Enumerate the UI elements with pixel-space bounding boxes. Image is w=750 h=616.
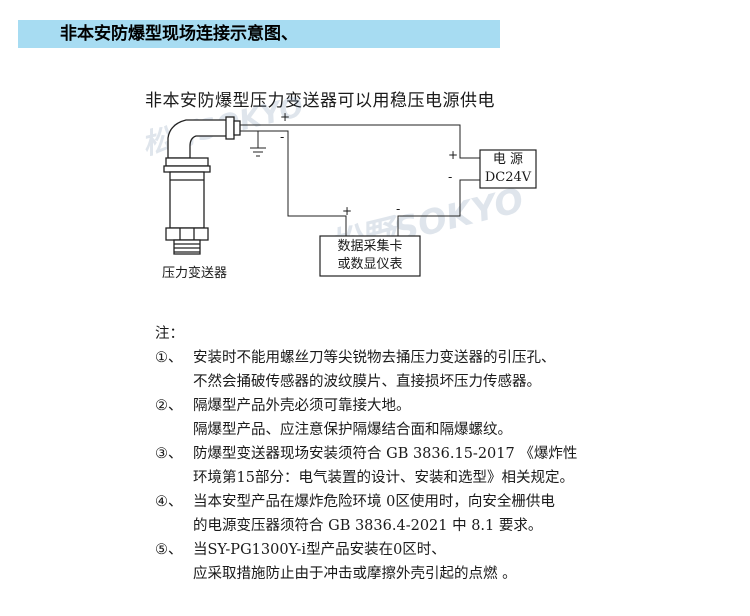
wire-power-return	[397, 179, 480, 236]
wire-negative-daq	[240, 130, 347, 236]
note-line: 应采取措施防止由于冲击或摩擦外壳引起的点燃 。	[193, 566, 517, 582]
section-title: 非本安防爆型现场连接示意图、	[60, 24, 298, 44]
note-number: ②、	[155, 398, 183, 414]
note-item: ③、 防爆型变送器现场安装须符合 GB 3836.15-2017 《爆炸性	[155, 442, 577, 466]
sensor-label: 压力变送器	[162, 266, 228, 281]
plus-mark-sensor: +	[280, 110, 291, 124]
note-line: 安装时不能用螺丝刀等尖锐物去捅压力变送器的引压孔、	[193, 350, 556, 366]
note-item: ④、 当本安型产品在爆炸危险环境 0区使用时，向安全栅供电	[155, 490, 577, 514]
note-line: 当SY-PG1300Y-i型产品安装在0区时、	[193, 542, 446, 558]
notes-section: 注： ①、 安装时不能用螺丝刀等尖锐物去捅压力变送器的引压孔、 不然会捅破传感器…	[155, 322, 577, 586]
note-item: ⑤、 当SY-PG1300Y-i型产品安装在0区时、	[155, 538, 577, 562]
daq-box-line1: 数据采集卡	[337, 239, 403, 254]
wire-ground	[240, 130, 259, 148]
section-header-banner: 非本安防爆型现场连接示意图、	[18, 20, 500, 48]
daq-box	[319, 235, 421, 277]
note-number: ④、	[155, 494, 183, 510]
daq-box-line2: 或数显仪表	[337, 257, 403, 272]
note-item: ②、 隔爆型产品外壳必须可靠接大地。	[155, 394, 577, 418]
note-number: ①、	[155, 350, 183, 366]
power-supply-box	[479, 149, 537, 189]
diagram-title: 非本安防爆型压力变送器可以用稳压电源供电	[145, 91, 495, 111]
note-line: 隔爆型产品、应注意保护隔爆结合面和隔爆螺纹。	[193, 422, 512, 438]
note-line: 的电源变压器须符合 GB 3836.4-2021 中 8.1 要求。	[193, 518, 543, 534]
power-box-line2: DC24V	[484, 170, 532, 185]
wire-positive-power	[240, 124, 480, 159]
pressure-transmitter-icon	[163, 116, 241, 255]
minus-mark-power: -	[448, 170, 453, 184]
note-line: 环境第15部分：电气装置的设计、安装和选型》相关规定。	[193, 470, 574, 486]
note-line: 当本安型产品在爆炸危险环境 0区使用时，向安全栅供电	[193, 494, 555, 510]
note-number: ③、	[155, 446, 183, 462]
daq-box-label: 数据采集卡 或数显仪表	[320, 238, 420, 274]
power-box-label: 电 源 DC24V	[480, 151, 536, 187]
note-line: 防爆型变送器现场安装须符合 GB 3836.15-2017 《爆炸性	[193, 446, 578, 462]
plus-mark-daq: +	[342, 204, 353, 218]
note-line: 隔爆型产品外壳必须可靠接大地。	[193, 398, 411, 414]
plus-mark-power: +	[448, 148, 459, 162]
power-box-line1: 电 源	[492, 152, 524, 167]
notes-heading: 注：	[155, 326, 184, 342]
minus-mark-daq: -	[396, 202, 401, 216]
note-line: 不然会捅破传感器的波纹膜片、直接损坏压力传感器。	[193, 374, 541, 390]
note-number: ⑤、	[155, 542, 183, 558]
minus-mark-sensor: -	[280, 130, 285, 144]
note-item: ①、 安装时不能用螺丝刀等尖锐物去捅压力变送器的引压孔、	[155, 346, 577, 370]
